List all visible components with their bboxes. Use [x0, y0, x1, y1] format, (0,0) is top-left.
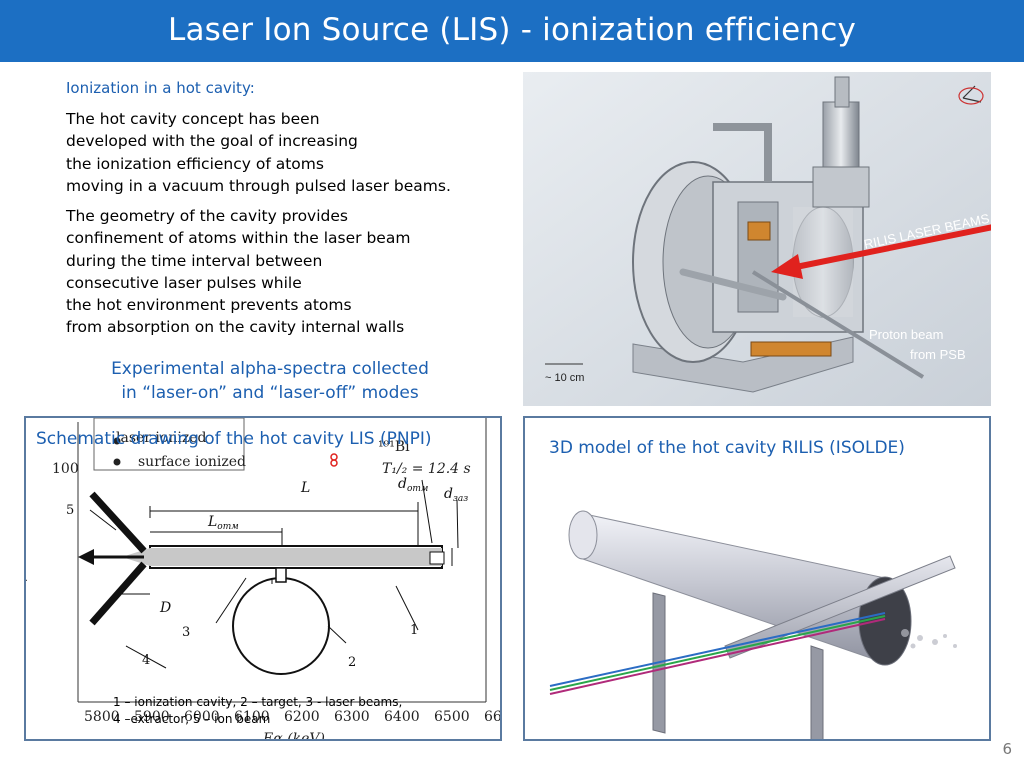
model-3d-panel — [523, 416, 991, 741]
slide-title: Laser Ion Source (LIS) - ionization effi… — [167, 12, 857, 48]
half-life-label: T₁/₂ = 12.4 s — [382, 461, 471, 477]
para2-line: confinement of atoms within the laser be… — [66, 229, 411, 248]
spectra-caption-line: Experimental alpha-spectra collected — [111, 359, 429, 379]
intro-paragraph-2: The geometry of the cavity provides conf… — [66, 205, 410, 339]
x-tick-label: 6000 — [184, 709, 220, 725]
schematic-panel-title: Schematic drawing of the hot cavity LIS … — [36, 429, 432, 449]
label-3: 3 — [182, 625, 190, 640]
label-d-otm: dотм — [398, 476, 428, 494]
alpha-spectrum-plot-frame — [77, 418, 487, 703]
legend-laser-ionized: laser ionized — [116, 430, 207, 446]
x-tick-label: 6300 — [334, 709, 370, 725]
schematic-caption-line-1: 1 – ionization cavity, 2 – target, 3 - l… — [113, 695, 403, 709]
para2-line: during the time interval between — [66, 251, 323, 270]
label-2: 2 — [348, 655, 356, 670]
para2-line: the hot environment prevents atoms — [66, 296, 352, 315]
x-tick-label: 6100 — [234, 709, 270, 725]
x-tick-label: 6200 — [284, 709, 320, 725]
intro-heading: Ionization in a hot cavity: — [66, 79, 255, 97]
x-tick-label: 5900 — [134, 709, 170, 725]
title-bar: Laser Ion Source (LIS) - ionization effi… — [0, 0, 1024, 62]
hot-cavity-schematic: L Lотм dотм dзаз D 1 2 3 4 5 — [66, 476, 468, 675]
label-d-zaz: dзаз — [444, 486, 468, 504]
label-L: L — [300, 480, 310, 496]
para2-line: consecutive laser pulses while — [66, 273, 302, 292]
model-3d-panel-title: 3D model of the hot cavity RILIS (ISOLDE… — [549, 438, 905, 458]
para2-line: The geometry of the cavity provides — [66, 207, 348, 225]
spectra-caption: Experimental alpha-spectra collected in … — [70, 357, 470, 405]
x-tick-label: 6400 — [384, 709, 420, 725]
x-tick-label: 5800 — [84, 709, 120, 725]
label-1: 1 — [410, 623, 418, 638]
para1-line: the ionization efficiency of atoms — [66, 154, 324, 173]
isotope-label: ¹⁹¹Bi — [378, 439, 410, 455]
para2-line: from absorption on the cavity internal w… — [66, 318, 405, 337]
para1-line: moving in a vacuum through pulsed laser … — [66, 176, 451, 195]
intro-paragraph-1: The hot cavity concept has been develope… — [66, 108, 451, 197]
legend-surface-ionized: surface ionized — [138, 454, 247, 470]
scale-label: ~ 10 cm — [545, 372, 584, 384]
proton-beam-label: Proton beam — [869, 327, 943, 342]
label-4: 4 — [142, 653, 150, 668]
label-L-otm: Lотм — [207, 514, 239, 532]
hot-cavity-3d-model — [549, 510, 957, 739]
label-D: D — [159, 600, 171, 616]
page-number: 6 — [1002, 740, 1012, 758]
schematic-panel: laser ionized surface ionized 100 counts… — [24, 416, 502, 741]
hot-cavity-photo: RILIS LASER BEAMS Proton beam from PSB ~… — [523, 72, 991, 406]
hot-cavity-photo-illustration: RILIS LASER BEAMS Proton beam from PSB ~… — [523, 72, 991, 406]
x-tick-label: 6500 — [434, 709, 470, 725]
spectra-caption-line: in “laser-on” and “laser-off” modes — [121, 383, 419, 403]
x-tick-label: 6600 — [484, 709, 502, 725]
proton-beam-source-label: from PSB — [910, 347, 966, 362]
para1-line: The hot cavity concept has been — [66, 110, 320, 128]
schematic-caption-line-2: 4 –extractor, 5 – ion beam — [113, 712, 271, 726]
para1-line: developed with the goal of increasing — [66, 132, 358, 151]
x-axis-label: Eα (keV) — [263, 731, 325, 741]
label-5: 5 — [66, 503, 74, 518]
y-tick-100: 100 — [52, 461, 79, 477]
